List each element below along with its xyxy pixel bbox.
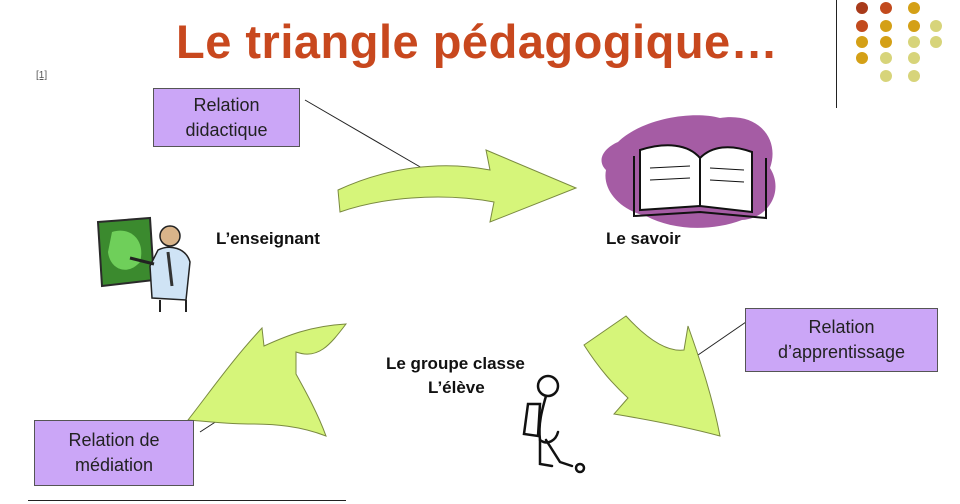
relation-didactic-box: Relation didactique (153, 88, 300, 147)
arrow-teacher-to-knowledge (337, 149, 578, 223)
arrow-knowledge-to-student (583, 315, 721, 437)
decorative-dots (856, 2, 942, 82)
student-icon (522, 374, 586, 474)
relation-didactic-line1: Relation (193, 94, 260, 115)
teacher-icon (96, 216, 191, 312)
relation-learning-box: Relation d’apprentissage (745, 308, 938, 372)
node-student-label-line1: Le groupe classe (386, 354, 525, 373)
book-icon (601, 115, 776, 228)
node-student-label-line2: L’élève (428, 378, 485, 397)
didactic-connector (304, 99, 423, 169)
node-knowledge-label: Le savoir (606, 229, 681, 248)
reference-link[interactable]: [1] (36, 70, 48, 81)
relation-mediation-line1: Relation de (68, 430, 160, 450)
node-teacher-label: L’enseignant (216, 229, 320, 248)
learning-connector (697, 321, 747, 356)
relation-learning-line1: Relation (808, 317, 875, 337)
relation-mediation-line2: médiation (74, 455, 154, 475)
relation-learning-line2: d’apprentissage (777, 342, 906, 362)
arrow-student-to-teacher (187, 323, 348, 437)
divider-horizontal (28, 500, 346, 501)
relation-mediation-box: Relation de médiation (34, 420, 194, 486)
page-title: Le triangle pédagogique… (176, 15, 779, 68)
relation-didactic-line2: didactique (185, 119, 268, 140)
divider-vertical (836, 0, 837, 108)
